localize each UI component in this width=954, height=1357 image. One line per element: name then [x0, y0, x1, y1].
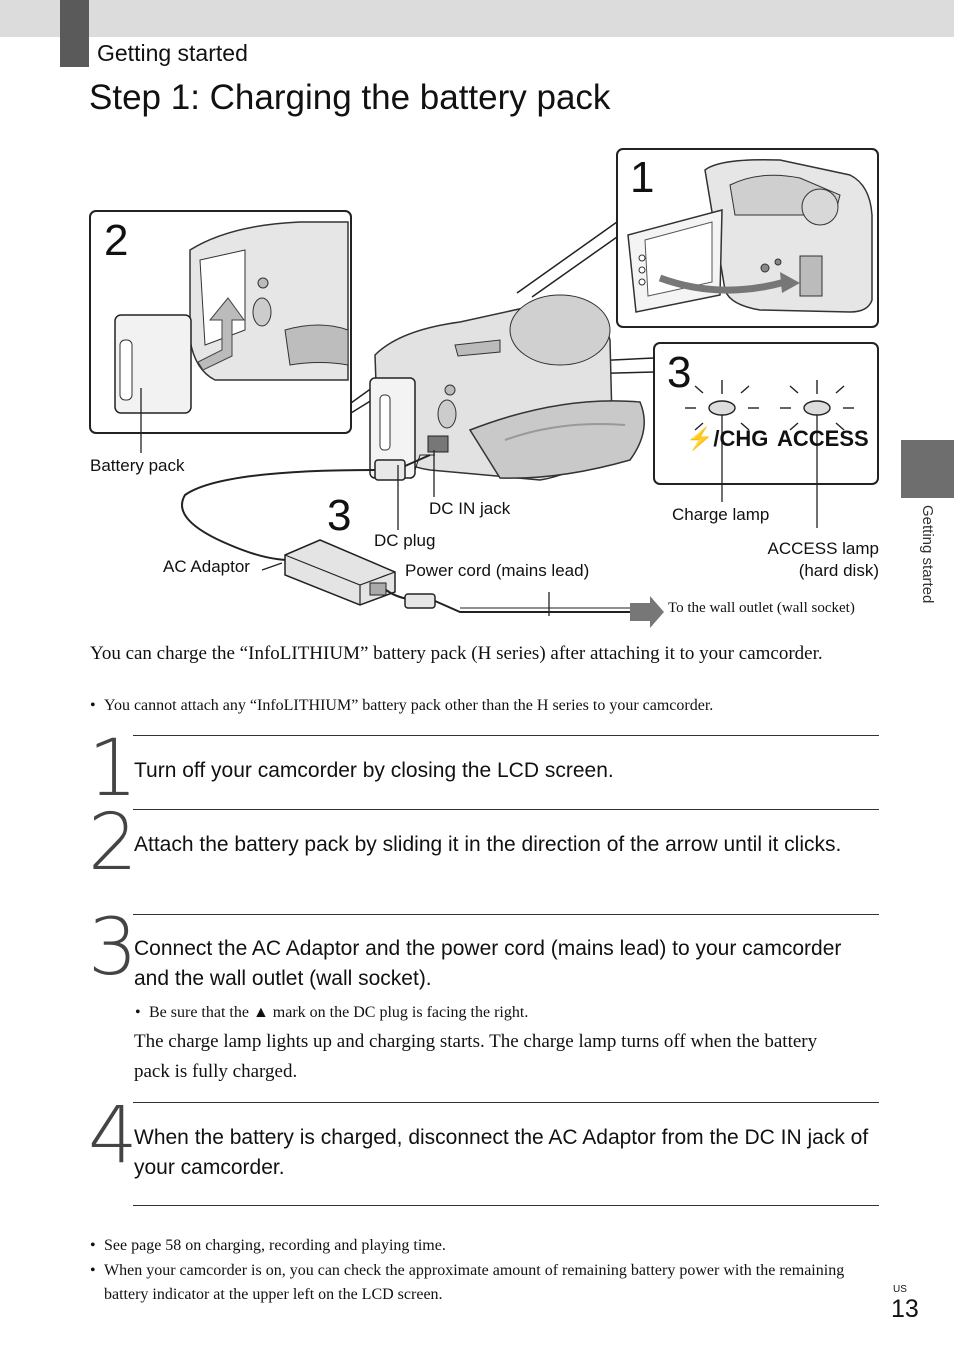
dc-plug-label: DC plug [374, 531, 436, 550]
intro-paragraph: You can charge the “InfoLITHIUM” battery… [90, 643, 823, 664]
callout-3-lamp: 3 [667, 348, 692, 397]
ac-adaptor-label: AC Adaptor [163, 557, 250, 576]
wall-outlet-label: To the wall outlet (wall socket) [668, 600, 855, 616]
step-4-text: When the battery is charged, disconnect … [134, 1126, 869, 1179]
charging-illustration [89, 148, 879, 628]
inset-1-camcorder-icon [627, 158, 873, 313]
page-title: Step 1: Charging the battery pack [89, 78, 611, 117]
header-bar [0, 0, 954, 37]
bullet: • [90, 697, 96, 714]
lamp-indicators [685, 380, 854, 431]
inset-2-camcorder-icon [114, 221, 349, 414]
section-label: Getting started [97, 40, 248, 66]
step-2-number: 2 [88, 798, 138, 888]
step-3-body: The charge lamp lights up and charging s… [134, 1031, 818, 1082]
inset-3-frame [653, 342, 879, 485]
header-accent-block [60, 0, 89, 67]
footnote-1-text: See page 58 on charging, recording and p… [104, 1237, 446, 1254]
ac-adaptor-icon [284, 539, 396, 606]
step-4-number: 4 [88, 1091, 138, 1181]
access-lamp-sublabel: (hard disk) [798, 561, 879, 580]
footnote-2-text: When your camcorder is on, you can check… [104, 1262, 845, 1303]
intro-note: • You cannot attach any “InfoLITHIUM” ba… [90, 694, 864, 718]
callout-1: 1 [630, 153, 655, 202]
divider [133, 914, 879, 915]
power-cord-label: Power cord (mains lead) [405, 561, 590, 580]
page-region: US [893, 1284, 907, 1295]
access-indicator-label: ACCESS [777, 426, 869, 451]
dc-in-jack-label: DC IN jack [429, 499, 511, 518]
callout-2: 2 [104, 216, 129, 265]
step-2-text: Attach the battery pack by sliding it in… [134, 833, 842, 856]
divider [133, 809, 879, 810]
intro-note-text: You cannot attach any “InfoLITHIUM” batt… [104, 697, 714, 714]
step-1-text: Turn off your camcorder by closing the L… [134, 759, 614, 782]
step-3-text: Connect the AC Adaptor and the power cor… [134, 937, 842, 990]
divider [133, 1205, 879, 1206]
step-1-number: 1 [88, 724, 138, 814]
divider [133, 1102, 879, 1103]
footnote-2: • When your camcorder is on, you can che… [90, 1259, 880, 1307]
step-3-number: 3 [88, 903, 138, 993]
battery-pack-label: Battery pack [90, 456, 185, 475]
chg-indicator-label: ⚡/CHG [686, 426, 769, 451]
power-cord [385, 589, 630, 613]
access-lamp-label: ACCESS lamp [767, 539, 879, 558]
page-number: 13 [891, 1295, 919, 1323]
footnote-1: • See page 58 on charging, recording and… [90, 1234, 880, 1258]
bullet: • [135, 1004, 141, 1021]
bullet: • [90, 1237, 96, 1254]
bullet: • [90, 1262, 96, 1279]
leader-lines [140, 388, 818, 616]
step-3-note: • Be sure that the ▲ mark on the DC plug… [135, 1001, 869, 1025]
callout-3-cord: 3 [327, 491, 352, 540]
step-3-note-text: Be sure that the ▲ mark on the DC plug i… [149, 1004, 529, 1021]
charge-lamp-label: Charge lamp [672, 505, 770, 524]
main-camcorder-icon [369, 294, 645, 481]
wall-outlet-arrow [630, 596, 664, 628]
side-tab-label: Getting started [919, 505, 936, 604]
side-tab [901, 440, 954, 498]
divider [133, 735, 879, 736]
